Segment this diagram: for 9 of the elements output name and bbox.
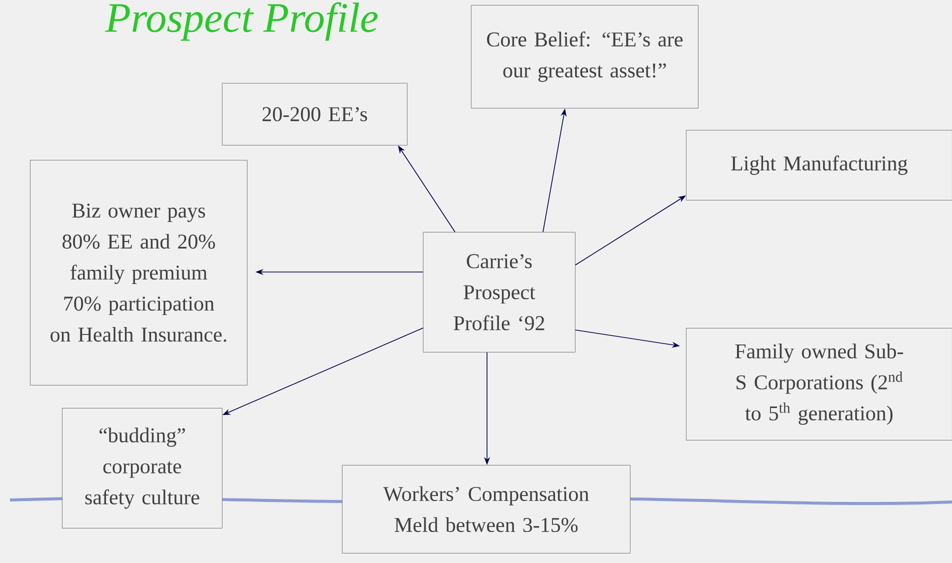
title: Prospect Profile — [104, 2, 378, 41]
text-box: Workers’ Compensation Meld between 3-15% — [342, 465, 630, 554]
center-box: Carrie’s Prospect Profile ‘92 — [423, 232, 576, 352]
text-box: Family owned Sub-S Corporations (2$^{nd}$ to 5$^{th}$ generation) — [686, 328, 952, 440]
text-box: Core Belief: “EE’s are our greatest asset!” — [471, 5, 698, 108]
text-box: “budding” corporate safety culture — [62, 408, 222, 528]
text-box: Light Manufacturing — [686, 130, 952, 200]
text-box: Biz owner pays 80% EE and 20% family premium 70% participation on Health Insurance. — [30, 160, 248, 386]
text-box: 20-200 EE’s — [222, 83, 408, 146]
